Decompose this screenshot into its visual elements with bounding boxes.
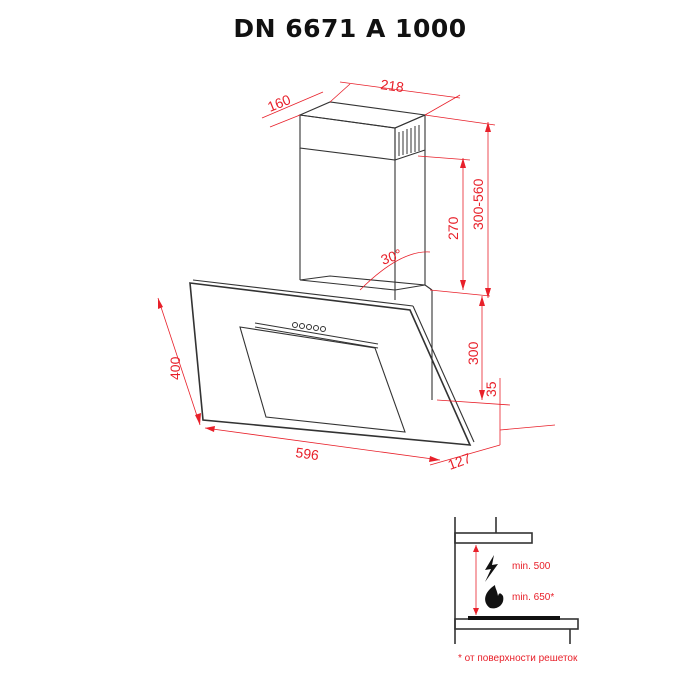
- flame-icon: [485, 585, 504, 609]
- dim-tilt-angle: 30°: [379, 246, 404, 268]
- lightning-icon: [485, 555, 498, 582]
- model-title: DN 6671 A 1000: [233, 14, 467, 43]
- dim-chimney-height-range: 300-560: [470, 178, 486, 230]
- installation-diagram: min. 500 min. 650* * от поверхности реше…: [454, 517, 579, 664]
- control-buttons: [292, 322, 326, 332]
- gas-min-label: min. 650*: [512, 592, 554, 603]
- footnote: * от поверхности решеток: [458, 653, 578, 664]
- chimney: [297, 101, 433, 400]
- dim-chimney-depth: 160: [265, 91, 293, 115]
- dim-bottom-offset: 35: [483, 381, 499, 397]
- dim-panel-height: 400: [167, 356, 183, 380]
- dim-bottom-depth: 127: [446, 450, 474, 473]
- dim-chimney-width: 218: [380, 76, 406, 95]
- dim-panel-width: 596: [295, 444, 321, 463]
- dimension-labels: 160 218 300-560 270 30° 400 596 300 35 1…: [167, 76, 499, 473]
- dim-chimney-lower: 270: [445, 216, 461, 240]
- electric-min-label: min. 500: [512, 561, 551, 572]
- dimension-lines: [157, 81, 556, 466]
- glass-panel: [189, 279, 475, 446]
- dim-body-height: 300: [465, 341, 481, 365]
